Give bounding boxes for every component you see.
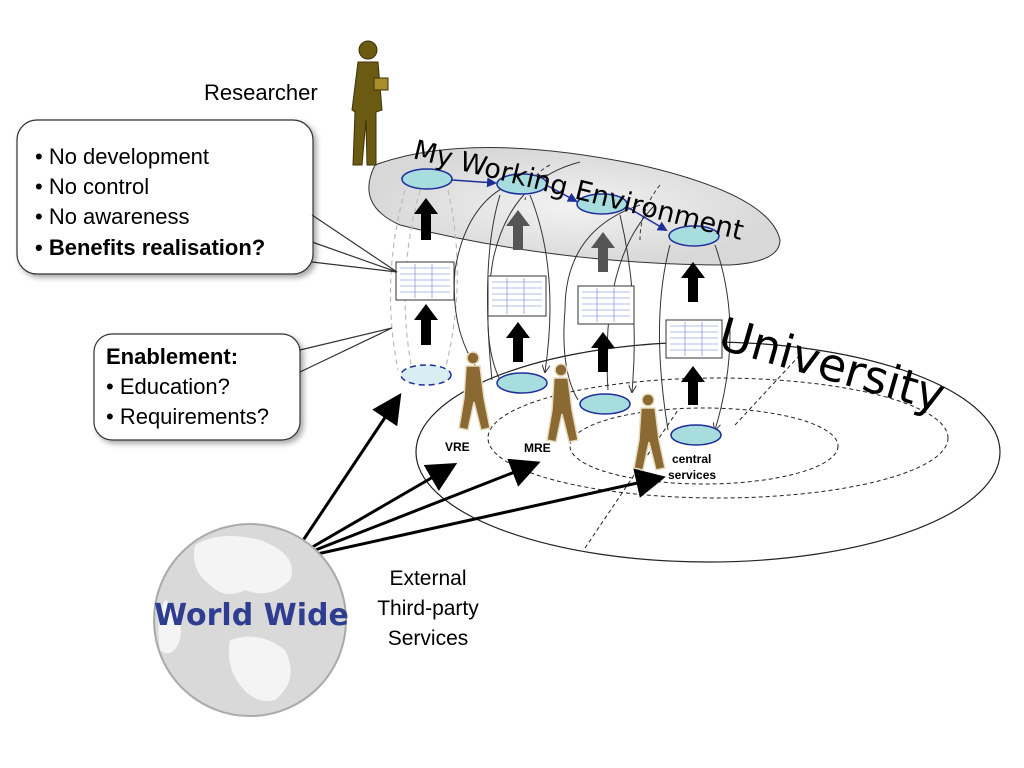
central-services-label-line1: central <box>672 452 711 466</box>
external-services-label-line2: Third-party <box>377 597 479 620</box>
callout-top-item-4: • Benefits realisation? <box>35 235 265 260</box>
callout-top-item-2: • No control <box>35 174 149 199</box>
vre-label: VRE <box>445 440 470 454</box>
mwe-node-3 <box>576 193 628 215</box>
mwe-node-2 <box>496 173 548 195</box>
document-thumbnail-3 <box>577 285 635 325</box>
central-services-node <box>670 424 722 446</box>
document-thumbnails <box>395 261 723 359</box>
callout-bottom-item-2: • Requirements? <box>106 404 269 429</box>
external-node <box>400 364 452 386</box>
researcher-figure-icon <box>351 40 389 166</box>
mre-node <box>579 393 631 415</box>
central-figure-icon <box>633 393 666 471</box>
callout-top: • No development • No control • No aware… <box>16 119 398 275</box>
vre-figure-icon <box>458 351 491 431</box>
document-thumbnail-2 <box>487 275 547 317</box>
dashed-loop-right <box>444 189 458 371</box>
external-services-label-line3: Services <box>388 627 469 650</box>
world-arrows <box>288 393 666 562</box>
callout-bottom: Enablement: • Education? • Requirements? <box>93 327 393 441</box>
document-thumbnail-4 <box>665 319 723 359</box>
mre-ring <box>487 377 949 499</box>
university-dashed-divider-2 <box>734 354 801 426</box>
mre-figure-icon <box>546 363 579 443</box>
vre-node <box>496 372 548 394</box>
university-nodes <box>400 364 722 446</box>
callout-bottom-item-1: • Education? <box>106 374 230 399</box>
callout-top-item-3: • No awareness <box>35 204 189 229</box>
central-services-label-line2: services <box>668 468 716 482</box>
mre-label: MRE <box>524 441 551 455</box>
mwe-nodes <box>401 168 720 247</box>
walking-figures <box>458 351 666 471</box>
mwe-node-1 <box>401 168 453 190</box>
upward-arrows <box>414 198 705 405</box>
mwe-node-4 <box>668 225 720 247</box>
callout-top-item-1: • No development <box>35 144 209 169</box>
world-wide-label: World Wide <box>154 598 349 633</box>
globe-icon <box>153 523 347 717</box>
external-services-label-line1: External <box>389 567 466 590</box>
callout-bottom-heading: Enablement: <box>106 344 238 369</box>
document-thumbnail-1 <box>395 261 455 301</box>
researcher-label: Researcher <box>204 80 318 105</box>
central-services-ring <box>569 407 839 485</box>
